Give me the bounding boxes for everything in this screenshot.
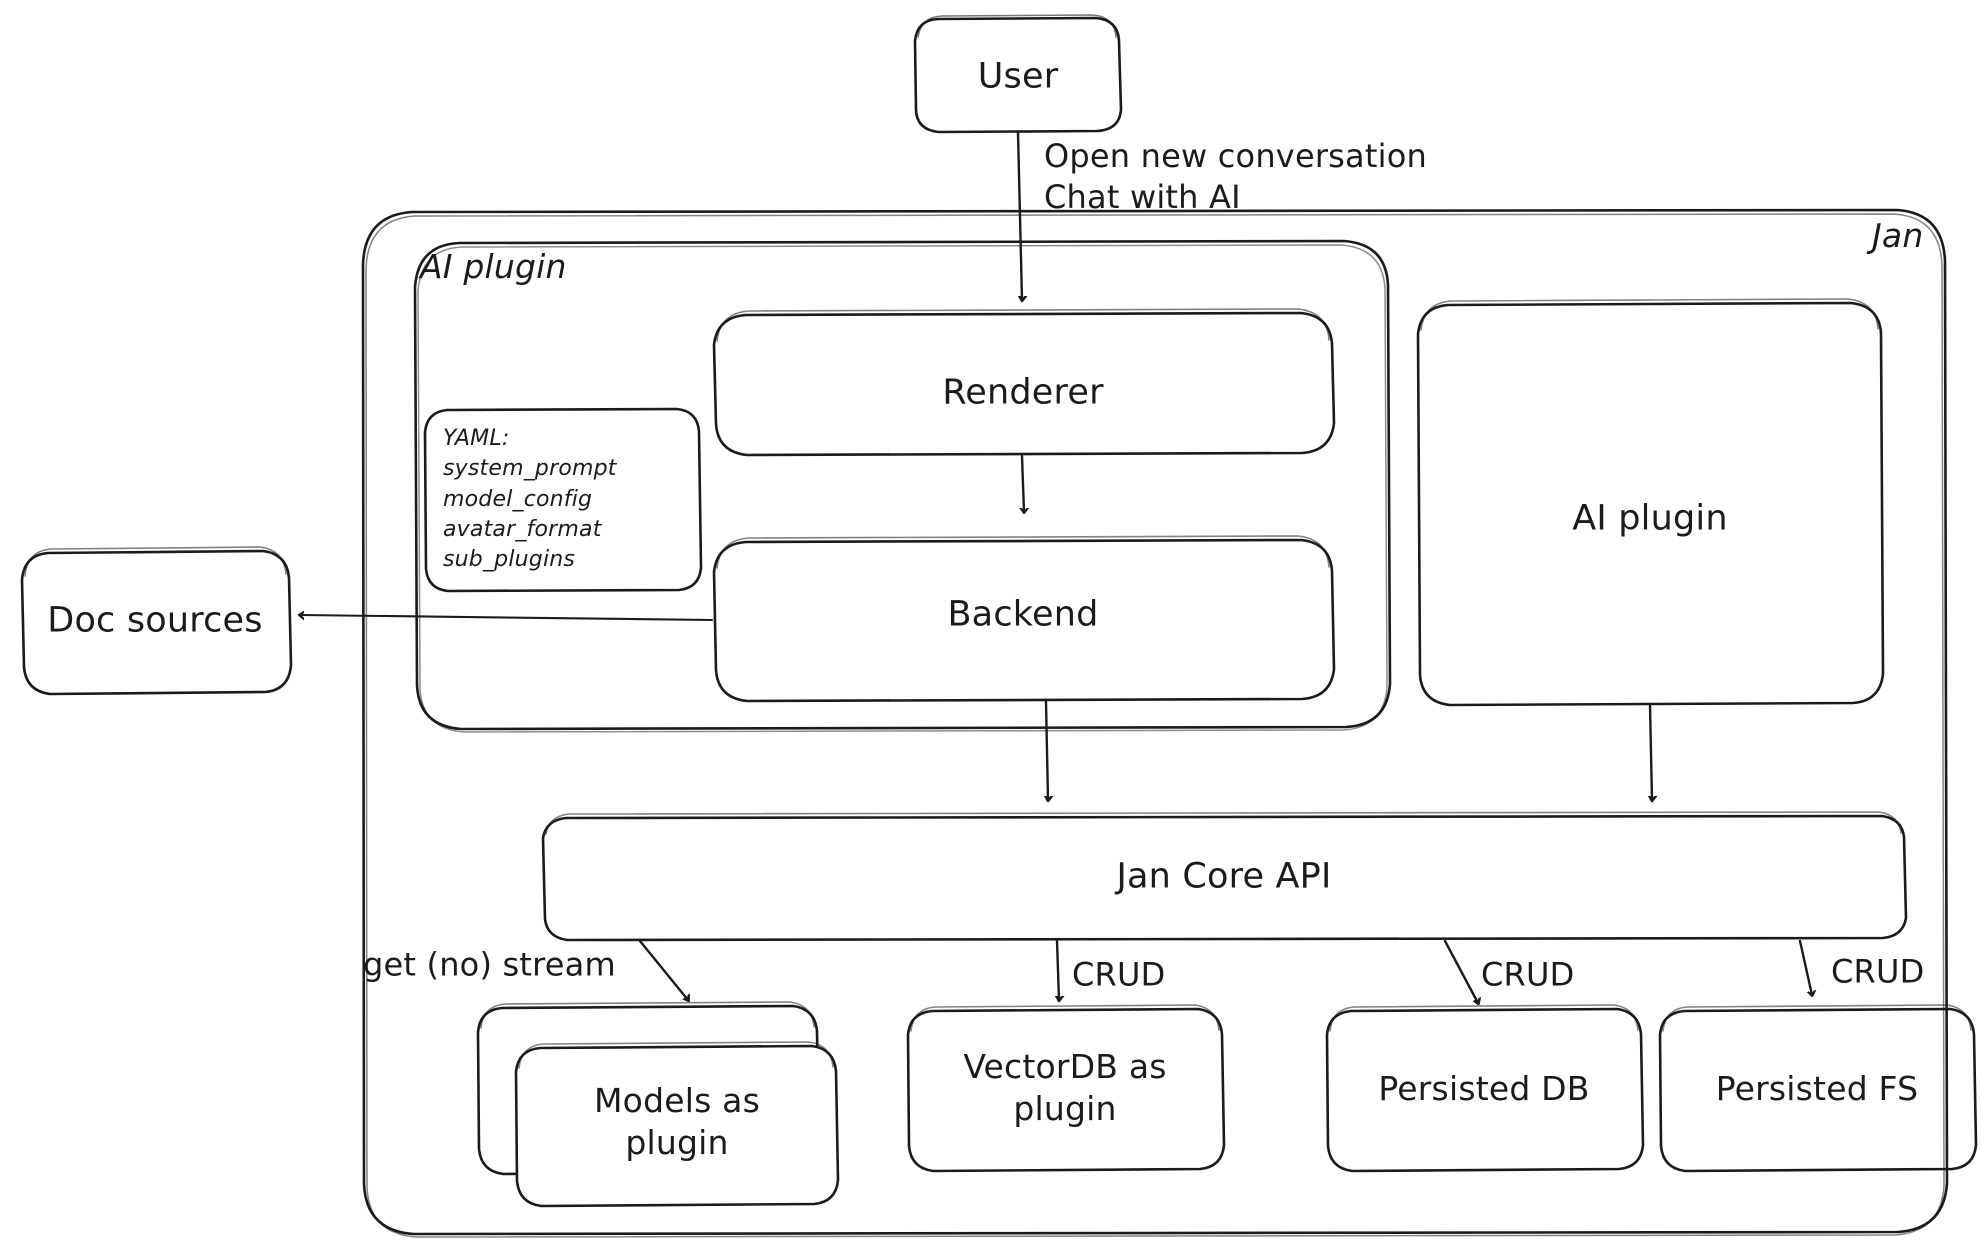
edge-label-open-new-conversation: Open new conversation Chat with AI — [1044, 137, 1427, 216]
models-as-plugin-node-label[interactable]: Models as plugin — [594, 1080, 760, 1162]
edge-label-crud-persisted-fs: CRUD — [1831, 952, 1925, 991]
user-node-label[interactable]: User — [977, 56, 1059, 97]
doc-sources-box-shape — [20, 546, 293, 696]
doc-sources-node-label[interactable]: Doc sources — [47, 600, 263, 641]
edge-label-get-no-stream: get (no) stream — [363, 945, 616, 984]
jan-core-api-node-label[interactable]: Jan Core API — [1116, 856, 1332, 897]
yaml-note-shape — [423, 407, 703, 593]
edge-jan-core-api-to-vectordb — [1057, 939, 1059, 1000]
vectordb-as-plugin-node-label[interactable]: VectorDB as plugin — [963, 1046, 1167, 1128]
jan-core-api-box-shape — [541, 811, 1908, 942]
persisted-fs-node-label[interactable]: Persisted FS — [1715, 1068, 1919, 1108]
vectordb-as-plugin-box-shape — [906, 1004, 1226, 1173]
backend-box-shape — [712, 535, 1336, 703]
ai-plugin-box-shape — [1416, 298, 1885, 707]
edge-jan-core-api-to-persisted-db — [1443, 939, 1478, 1003]
jan-container-label: Jan — [1872, 215, 1924, 255]
ai-plugin-group-label: AI plugin — [420, 246, 567, 286]
renderer-box-shape — [712, 308, 1336, 457]
ai-plugin-group-shape — [413, 239, 1392, 733]
edge-renderer-to-backend — [1022, 454, 1024, 512]
persisted-fs-box-shape — [1658, 1004, 1978, 1173]
persisted-db-box-shape — [1325, 1004, 1645, 1173]
jan-container-shape — [361, 208, 1949, 1238]
edge-user-to-renderer — [1018, 131, 1022, 300]
yaml-note-text: YAML: system_prompt model_config avatar_… — [443, 426, 617, 573]
renderer-node-label[interactable]: Renderer — [942, 372, 1104, 413]
edge-label-crud-persisted-db: CRUD — [1481, 955, 1575, 994]
edge-jan-core-api-to-models — [638, 939, 688, 1000]
edge-ai-plugin-to-jan-core-api — [1650, 704, 1652, 800]
models-as-plugin-box-shape — [514, 1041, 840, 1208]
edge-jan-core-api-to-persisted-fs — [1798, 939, 1812, 995]
persisted-db-node-label[interactable]: Persisted DB — [1378, 1068, 1590, 1108]
backend-node-label[interactable]: Backend — [947, 594, 1099, 635]
edge-label-crud-vectordb: CRUD — [1072, 955, 1166, 994]
edge-backend-to-jan-core-api — [1046, 700, 1048, 800]
user-box-shape — [913, 14, 1123, 134]
edge-backend-to-doc-sources — [300, 615, 714, 622]
ai-plugin-node-label[interactable]: AI plugin — [1572, 498, 1728, 539]
